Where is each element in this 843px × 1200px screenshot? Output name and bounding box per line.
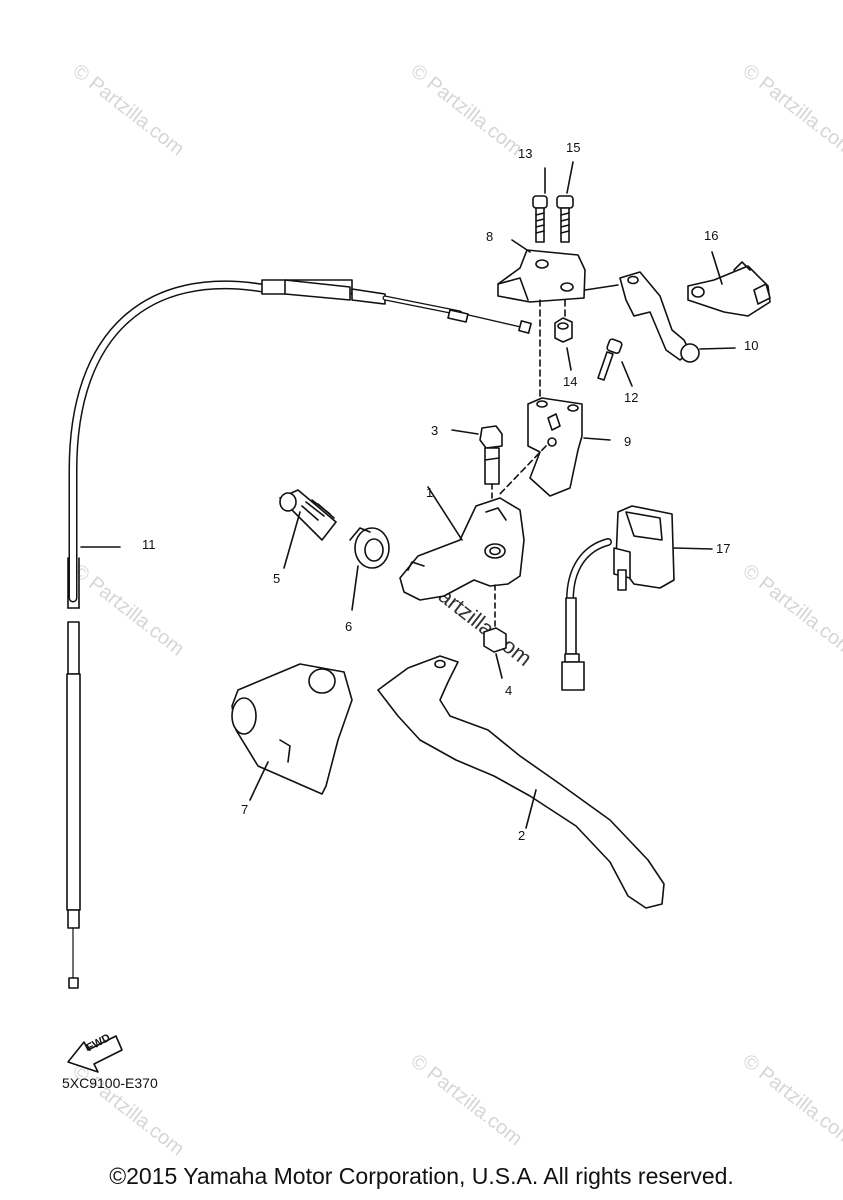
callout-9: 9	[624, 434, 632, 449]
callout-5: 5	[273, 571, 281, 586]
callout-1: 1	[426, 485, 434, 500]
callout-3: 3	[431, 423, 439, 438]
clutch-cable	[66, 279, 532, 989]
diagram-code: 5XC9100-E370	[62, 1075, 158, 1091]
lever-10	[619, 271, 736, 363]
lever-holder-1	[399, 486, 525, 633]
clutch-lever-2	[377, 655, 665, 909]
bolt-13	[532, 167, 548, 243]
callout-17: 17	[716, 541, 731, 556]
callout-6: 6	[345, 619, 353, 634]
callout-11: 11	[142, 537, 156, 552]
nut-4	[483, 627, 507, 679]
callout-13: 13	[518, 146, 533, 161]
callout-14: 14	[563, 374, 578, 389]
fwd-arrow-icon	[67, 1035, 123, 1073]
callout-10: 10	[744, 338, 759, 353]
callout-15: 15	[566, 140, 581, 155]
callout-2: 2	[518, 828, 526, 843]
lever-cover-7	[231, 663, 353, 801]
lever-holder-16	[687, 251, 771, 317]
callout-7: 7	[241, 802, 249, 817]
screw-12	[597, 338, 633, 387]
switch-17	[561, 505, 713, 691]
clamp-9	[497, 397, 611, 497]
callout-8: 8	[486, 229, 494, 244]
bolt-3	[451, 425, 503, 507]
adjuster-5	[279, 489, 337, 569]
bracket-8	[497, 239, 619, 399]
copyright-notice: ©2015 Yamaha Motor Corporation, U.S.A. A…	[109, 1163, 734, 1189]
callout-16: 16	[704, 228, 719, 243]
nut-14	[554, 317, 573, 371]
bolt-15	[556, 161, 574, 243]
callout-12: 12	[624, 390, 639, 405]
callout-4: 4	[505, 683, 513, 698]
locknut-6	[349, 527, 390, 611]
